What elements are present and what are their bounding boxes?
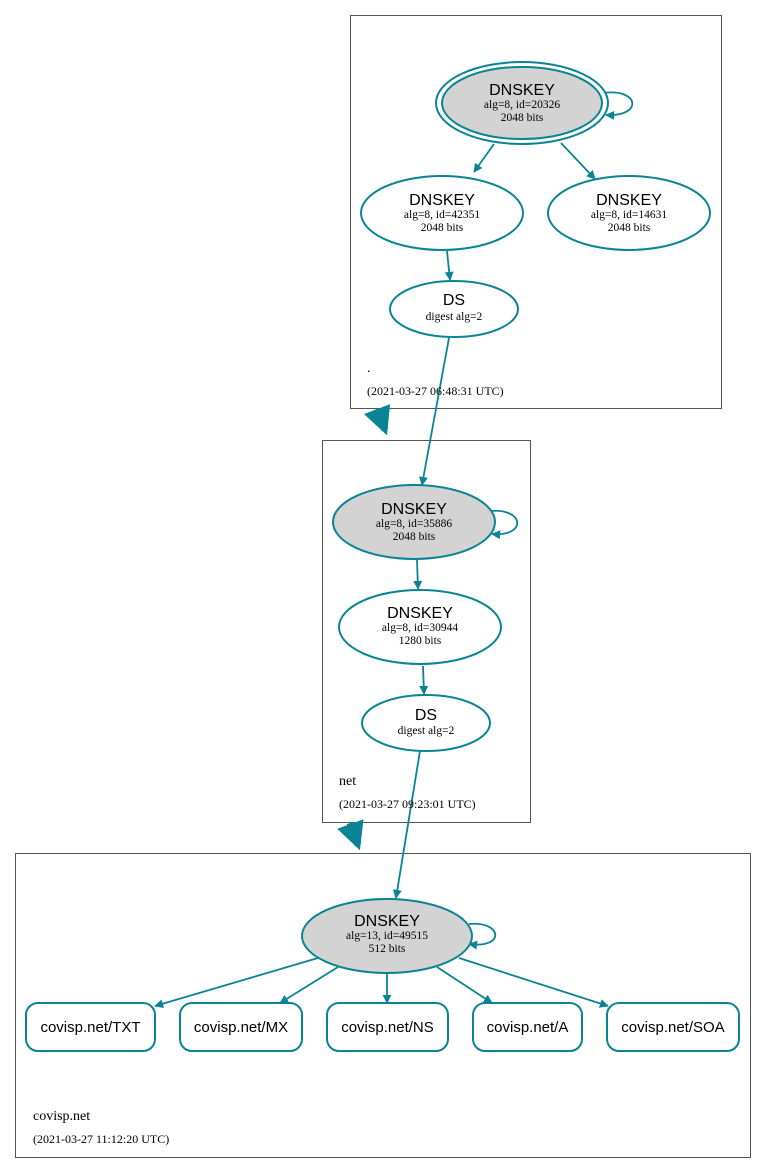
net-ksk-title: DNSKEY [381,501,447,518]
edge-root-zsk1-to-ds [444,250,454,281]
rrset-ns-node: covisp.net/NS [326,1002,449,1052]
edge-key-to-soa [458,957,609,1008]
net-zsk-line2: 1280 bits [399,635,442,647]
root-zsk1-line1: alg=8, id=42351 [404,209,480,221]
root-zsk2-title: DNSKEY [596,192,662,209]
edge-root-ksk-to-zsk1 [473,143,495,173]
root-zsk2-line1: alg=8, id=14631 [591,209,667,221]
root-zsk1-title: DNSKEY [409,192,475,209]
edge-net-ksk-self [489,510,519,540]
net-zsk-line1: alg=8, id=30944 [382,622,458,634]
root-ksk-node: DNSKEY alg=8, id=20326 2048 bits [435,61,609,145]
root-ds-node: DS digest alg=2 [389,280,519,338]
rrset-a-node: covisp.net/A [472,1002,583,1052]
net-zsk-node: DNSKEY alg=8, id=30944 1280 bits [338,589,502,665]
rrset-mx-node: covisp.net/MX [179,1002,303,1052]
edge-covisp-key-self [468,923,497,950]
rrset-ns-label: covisp.net/NS [341,1019,434,1036]
net-ksk-line1: alg=8, id=35886 [376,518,452,530]
root-ksk-title: DNSKEY [489,82,555,99]
root-ds-title: DS [443,292,465,309]
root-ds-line1: digest alg=2 [426,311,483,323]
edge-net-ds-to-covisp-key [392,750,421,899]
rrset-txt-node: covisp.net/TXT [25,1002,156,1052]
net-ds-node: DS digest alg=2 [361,694,491,752]
edge-key-to-a [436,966,493,1004]
zone-root-name: . [367,361,371,376]
edge-root-ksk-self [602,91,634,120]
rrset-a-label: covisp.net/A [487,1019,569,1036]
rrset-txt-label: covisp.net/TXT [40,1019,140,1036]
covisp-key-line2: 512 bits [369,943,406,955]
root-zsk1-node: DNSKEY alg=8, id=42351 2048 bits [360,175,524,251]
root-ksk-line1: alg=8, id=20326 [484,99,560,111]
edge-key-to-txt [154,957,319,1009]
rrset-soa-node: covisp.net/SOA [606,1002,740,1052]
edge-root-ds-to-net-ksk [419,337,450,486]
edge-net-ksk-to-zsk [413,559,423,590]
root-zsk2-line2: 2048 bits [608,222,651,234]
rrset-soa-label: covisp.net/SOA [621,1019,724,1036]
delegation-arrow-root-to-net [363,404,391,436]
rrset-mx-label: covisp.net/MX [194,1019,288,1036]
net-zsk-title: DNSKEY [387,605,453,622]
zone-covisp-timestamp: (2021-03-27 11:12:20 UTC) [33,1132,169,1146]
covisp-key-line1: alg=13, id=49515 [346,930,428,942]
net-ksk-line2: 2048 bits [393,531,436,543]
root-ksk-line2: 2048 bits [501,112,544,124]
zone-net-timestamp: (2021-03-27 09:23:01 UTC) [339,797,476,811]
covisp-key-title: DNSKEY [354,913,420,930]
root-zsk1-line2: 2048 bits [421,222,464,234]
zone-covisp-name: covisp.net [33,1109,90,1124]
root-zsk2-node: DNSKEY alg=8, id=14631 2048 bits [547,175,711,251]
zone-net-name: net [339,774,356,789]
net-ksk-node: DNSKEY alg=8, id=35886 2048 bits [332,484,496,560]
net-ds-title: DS [415,707,437,724]
edge-key-to-mx [279,966,339,1004]
net-ds-line1: digest alg=2 [398,725,455,737]
edge-root-ksk-to-zsk2 [560,142,596,180]
zone-root-timestamp: (2021-03-27 06:48:31 UTC) [367,384,504,398]
edge-net-zsk-to-ds [419,665,429,695]
covisp-key-node: DNSKEY alg=13, id=49515 512 bits [301,898,473,974]
delegation-arrow-net-to-covisp [337,819,364,851]
